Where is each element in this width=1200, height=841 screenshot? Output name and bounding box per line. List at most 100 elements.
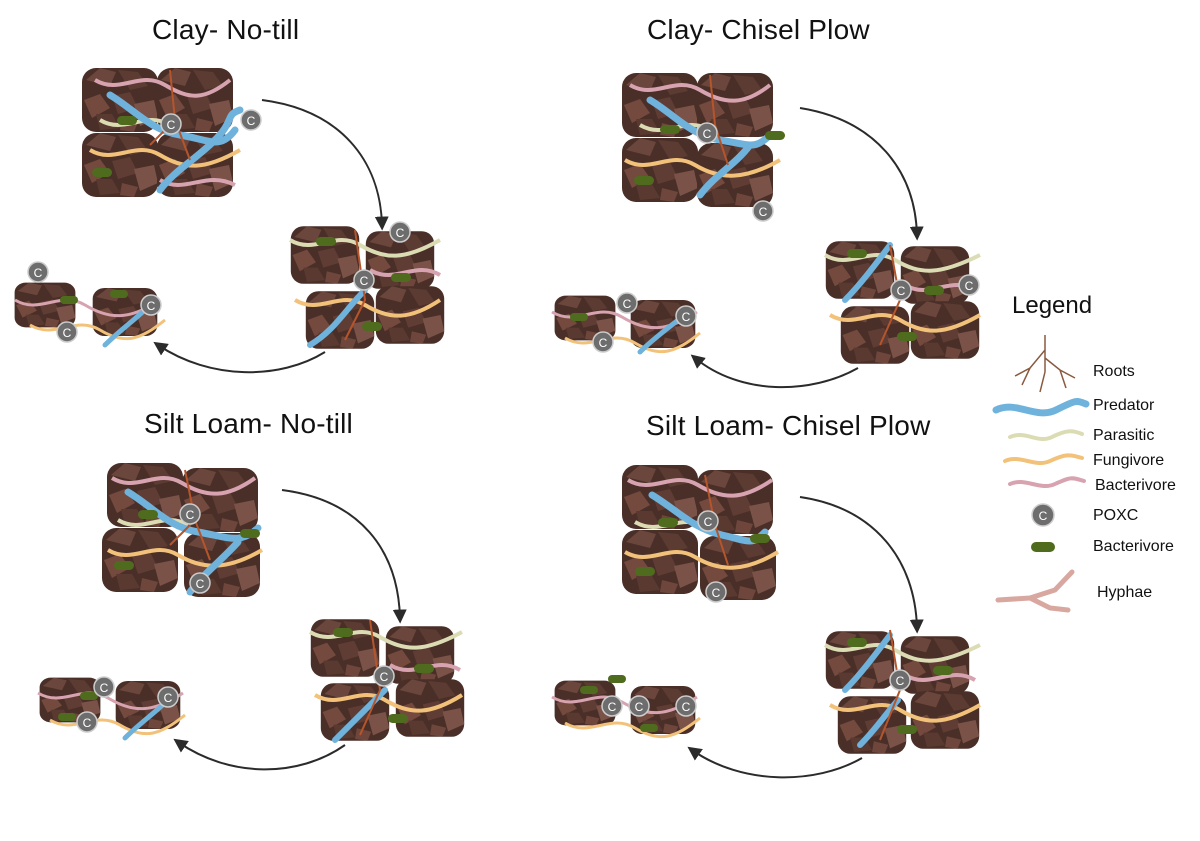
legend-label-bacterivore-bacteria: Bacterivore	[1093, 538, 1174, 555]
cycle-arrow	[687, 746, 863, 779]
cycle-arrow	[153, 341, 326, 374]
poxc-marker: C	[752, 200, 774, 222]
bacteria-icon	[1031, 542, 1055, 552]
svg-text:C: C	[167, 118, 176, 132]
poxc-marker: C	[189, 572, 211, 594]
svg-text:C: C	[703, 127, 712, 141]
svg-text:C: C	[965, 279, 974, 293]
panel-clay-chisel-plow: C C C C C C C	[551, 73, 981, 389]
soil-aggregate-small: C C C	[14, 261, 166, 348]
svg-text:C: C	[396, 226, 405, 240]
svg-text:C: C	[380, 670, 389, 684]
soil-aggregate-large: C C	[622, 465, 780, 603]
poxc-marker: C	[675, 695, 697, 717]
soil-aggregate-medium: C C	[823, 241, 981, 364]
legend-label-fungivore: Fungivore	[1093, 452, 1165, 469]
legend-label-predator: Predator	[1093, 397, 1155, 414]
legend-label-roots: Roots	[1093, 363, 1135, 380]
poxc-marker: C	[93, 676, 115, 698]
soil-aggregate-small: C C C	[37, 676, 186, 741]
poxc-marker: C	[76, 711, 98, 733]
soil-aggregate-small: C C C	[551, 292, 701, 355]
panel-silt-loam-no-till: C C C C C C	[37, 463, 465, 771]
panel-silt-loam-chisel-plow: C C C C C	[551, 465, 981, 779]
svg-text:C: C	[1039, 509, 1048, 523]
bacterivore-worm-icon	[1008, 476, 1086, 488]
legend-label-hyphae: Hyphae	[1097, 584, 1153, 601]
poxc-marker: C	[697, 510, 719, 532]
svg-text:C: C	[682, 310, 691, 324]
hyphae-icon	[995, 569, 1075, 613]
soil-aggregate-small: C C C	[551, 675, 701, 739]
cycle-arrow	[173, 738, 346, 771]
svg-text:C: C	[608, 700, 617, 714]
panel-clay-no-till: C C C C C C	[14, 68, 445, 374]
legend-title: Legend	[1012, 292, 1093, 319]
svg-text:C: C	[164, 691, 173, 705]
cycle-arrow	[799, 496, 924, 634]
panel-title-silt-loam-no-till: Silt Loam- No-till	[144, 408, 353, 439]
svg-text:C: C	[635, 700, 644, 714]
poxc-marker: C	[389, 221, 411, 243]
soil-aggregate-large: C C	[622, 73, 785, 222]
svg-text:C: C	[682, 700, 691, 714]
svg-text:C: C	[247, 114, 256, 128]
poxc-marker: C	[675, 305, 697, 327]
soil-aggregate-medium: C C	[288, 221, 445, 349]
predator-worm-icon	[992, 398, 1090, 417]
soil-aggregate-medium: C	[308, 619, 465, 743]
poxc-marker: C	[889, 669, 911, 691]
poxc-icon: C	[1031, 503, 1055, 527]
soil-aggregate-large: C C	[102, 463, 264, 597]
svg-text:C: C	[83, 716, 92, 730]
soil-aggregate-large: C C	[82, 68, 262, 197]
svg-text:C: C	[196, 577, 205, 591]
svg-text:C: C	[599, 336, 608, 350]
poxc-marker: C	[958, 274, 980, 296]
svg-text:C: C	[704, 515, 713, 529]
poxc-marker: C	[240, 109, 262, 131]
svg-text:C: C	[712, 586, 721, 600]
cycle-arrow	[799, 107, 924, 241]
cycle-arrow	[281, 489, 407, 624]
svg-text:C: C	[896, 674, 905, 688]
poxc-marker: C	[353, 269, 375, 291]
svg-text:C: C	[897, 284, 906, 298]
cycle-arrow	[690, 354, 859, 389]
poxc-marker: C	[160, 113, 182, 135]
roots-icon	[1014, 335, 1076, 393]
svg-text:C: C	[623, 297, 632, 311]
svg-text:C: C	[34, 266, 43, 280]
poxc-marker: C	[592, 331, 614, 353]
panel-title-clay-no-till: Clay- No-till	[152, 14, 300, 45]
panel-title-silt-loam-chisel-plow: Silt Loam- Chisel Plow	[646, 410, 931, 441]
poxc-marker: C	[157, 686, 179, 708]
svg-text:C: C	[186, 508, 195, 522]
svg-text:C: C	[147, 299, 156, 313]
svg-text:C: C	[100, 681, 109, 695]
poxc-marker: C	[601, 695, 623, 717]
panel-title-clay-chisel-plow: Clay- Chisel Plow	[647, 14, 870, 45]
poxc-marker: C	[179, 503, 201, 525]
poxc-marker: C	[705, 581, 727, 603]
cycle-arrow	[261, 99, 389, 231]
legend: C	[992, 335, 1090, 613]
svg-text:C: C	[63, 326, 72, 340]
fungivore-worm-icon	[1003, 453, 1084, 465]
poxc-marker: C	[140, 294, 162, 316]
poxc-marker: C	[890, 279, 912, 301]
parasitic-worm-icon	[1008, 429, 1084, 441]
poxc-marker: C	[27, 261, 49, 283]
soil-aggregate-medium: C	[823, 629, 981, 754]
svg-text:C: C	[360, 274, 369, 288]
poxc-marker: C	[373, 665, 395, 687]
poxc-marker: C	[56, 321, 78, 343]
poxc-marker: C	[628, 695, 650, 717]
poxc-marker: C	[616, 292, 638, 314]
legend-label-parasitic: Parasitic	[1093, 427, 1155, 444]
poxc-marker: C	[696, 122, 718, 144]
svg-text:C: C	[759, 205, 768, 219]
legend-label-poxc: POXC	[1093, 507, 1139, 524]
legend-label-bacterivore-nematode: Bacterivore	[1095, 477, 1176, 494]
